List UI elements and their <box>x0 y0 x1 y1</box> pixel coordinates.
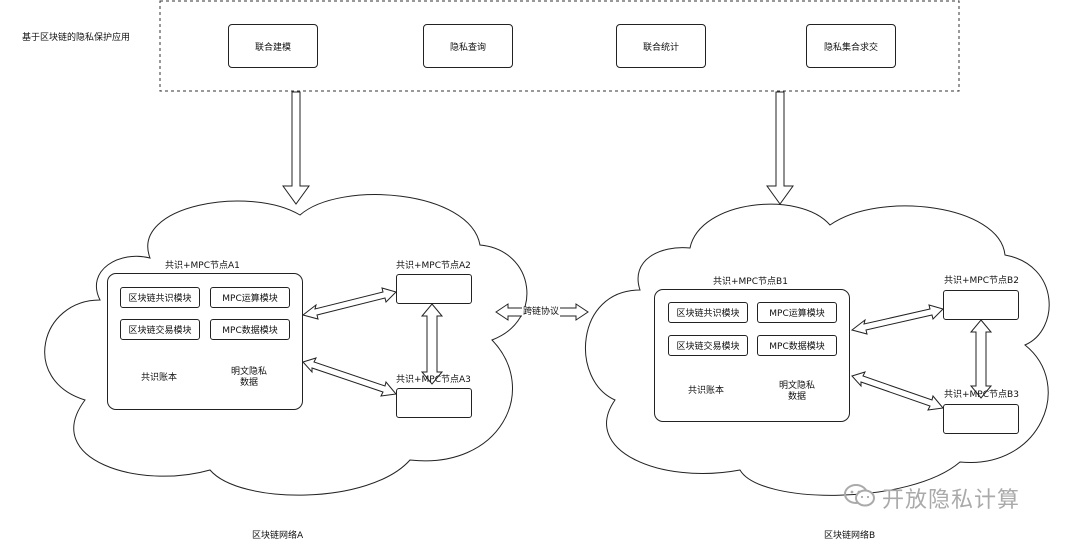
app-private-query: 隐私查询 <box>423 24 513 68</box>
module-b-mpc-compute: MPC运算模块 <box>757 302 837 323</box>
down-arrow-a <box>282 91 310 205</box>
node-b1-title: 共识+MPC节点B1 <box>713 277 788 287</box>
module-a-mpc-compute: MPC运算模块 <box>210 287 290 308</box>
ledger-label-b: 共识账本 <box>687 386 724 396</box>
node-a3-box <box>396 388 472 418</box>
module-b-transaction: 区块链交易模块 <box>668 335 748 356</box>
private-data-label-a: 明文隐私 数据 <box>230 367 267 388</box>
module-a-transaction: 区块链交易模块 <box>120 319 200 340</box>
app-joint-modeling: 联合建模 <box>228 24 318 68</box>
app-joint-statistics: 联合统计 <box>616 24 706 68</box>
node-b3-box <box>943 404 1019 434</box>
cross-chain-label: 跨链协议 <box>522 307 561 318</box>
network-b-label: 区块链网络B <box>824 531 876 541</box>
module-b-consensus: 区块链共识模块 <box>668 302 748 323</box>
ledger-label-a: 共识账本 <box>140 373 177 383</box>
wechat-icon <box>844 484 875 507</box>
network-a-label: 区块链网络A <box>252 531 304 541</box>
app-private-set-intersection: 隐私集合求交 <box>806 24 896 68</box>
watermark-text: 开放隐私计算 <box>882 488 1021 513</box>
node-a2-title: 共识+MPC节点A2 <box>396 261 471 271</box>
arrow-a2-a3 <box>420 303 444 385</box>
node-b2-box <box>943 290 1019 320</box>
module-a-mpc-data: MPC数据模块 <box>210 319 290 340</box>
app-layer-title: 基于区块链的隐私保护应用 <box>22 33 131 43</box>
node-b2-title: 共识+MPC节点B2 <box>944 276 1019 286</box>
down-arrow-b <box>766 91 794 205</box>
module-b-mpc-data: MPC数据模块 <box>757 335 837 356</box>
private-data-label-b: 明文隐私 数据 <box>778 381 815 402</box>
node-a3-title: 共识+MPC节点A3 <box>396 375 471 385</box>
node-a1-title: 共识+MPC节点A1 <box>165 261 240 271</box>
node-a2-box <box>396 274 472 304</box>
module-a-consensus: 区块链共识模块 <box>120 287 200 308</box>
node-b3-title: 共识+MPC节点B3 <box>944 390 1019 400</box>
arrow-b2-b3 <box>969 319 993 399</box>
